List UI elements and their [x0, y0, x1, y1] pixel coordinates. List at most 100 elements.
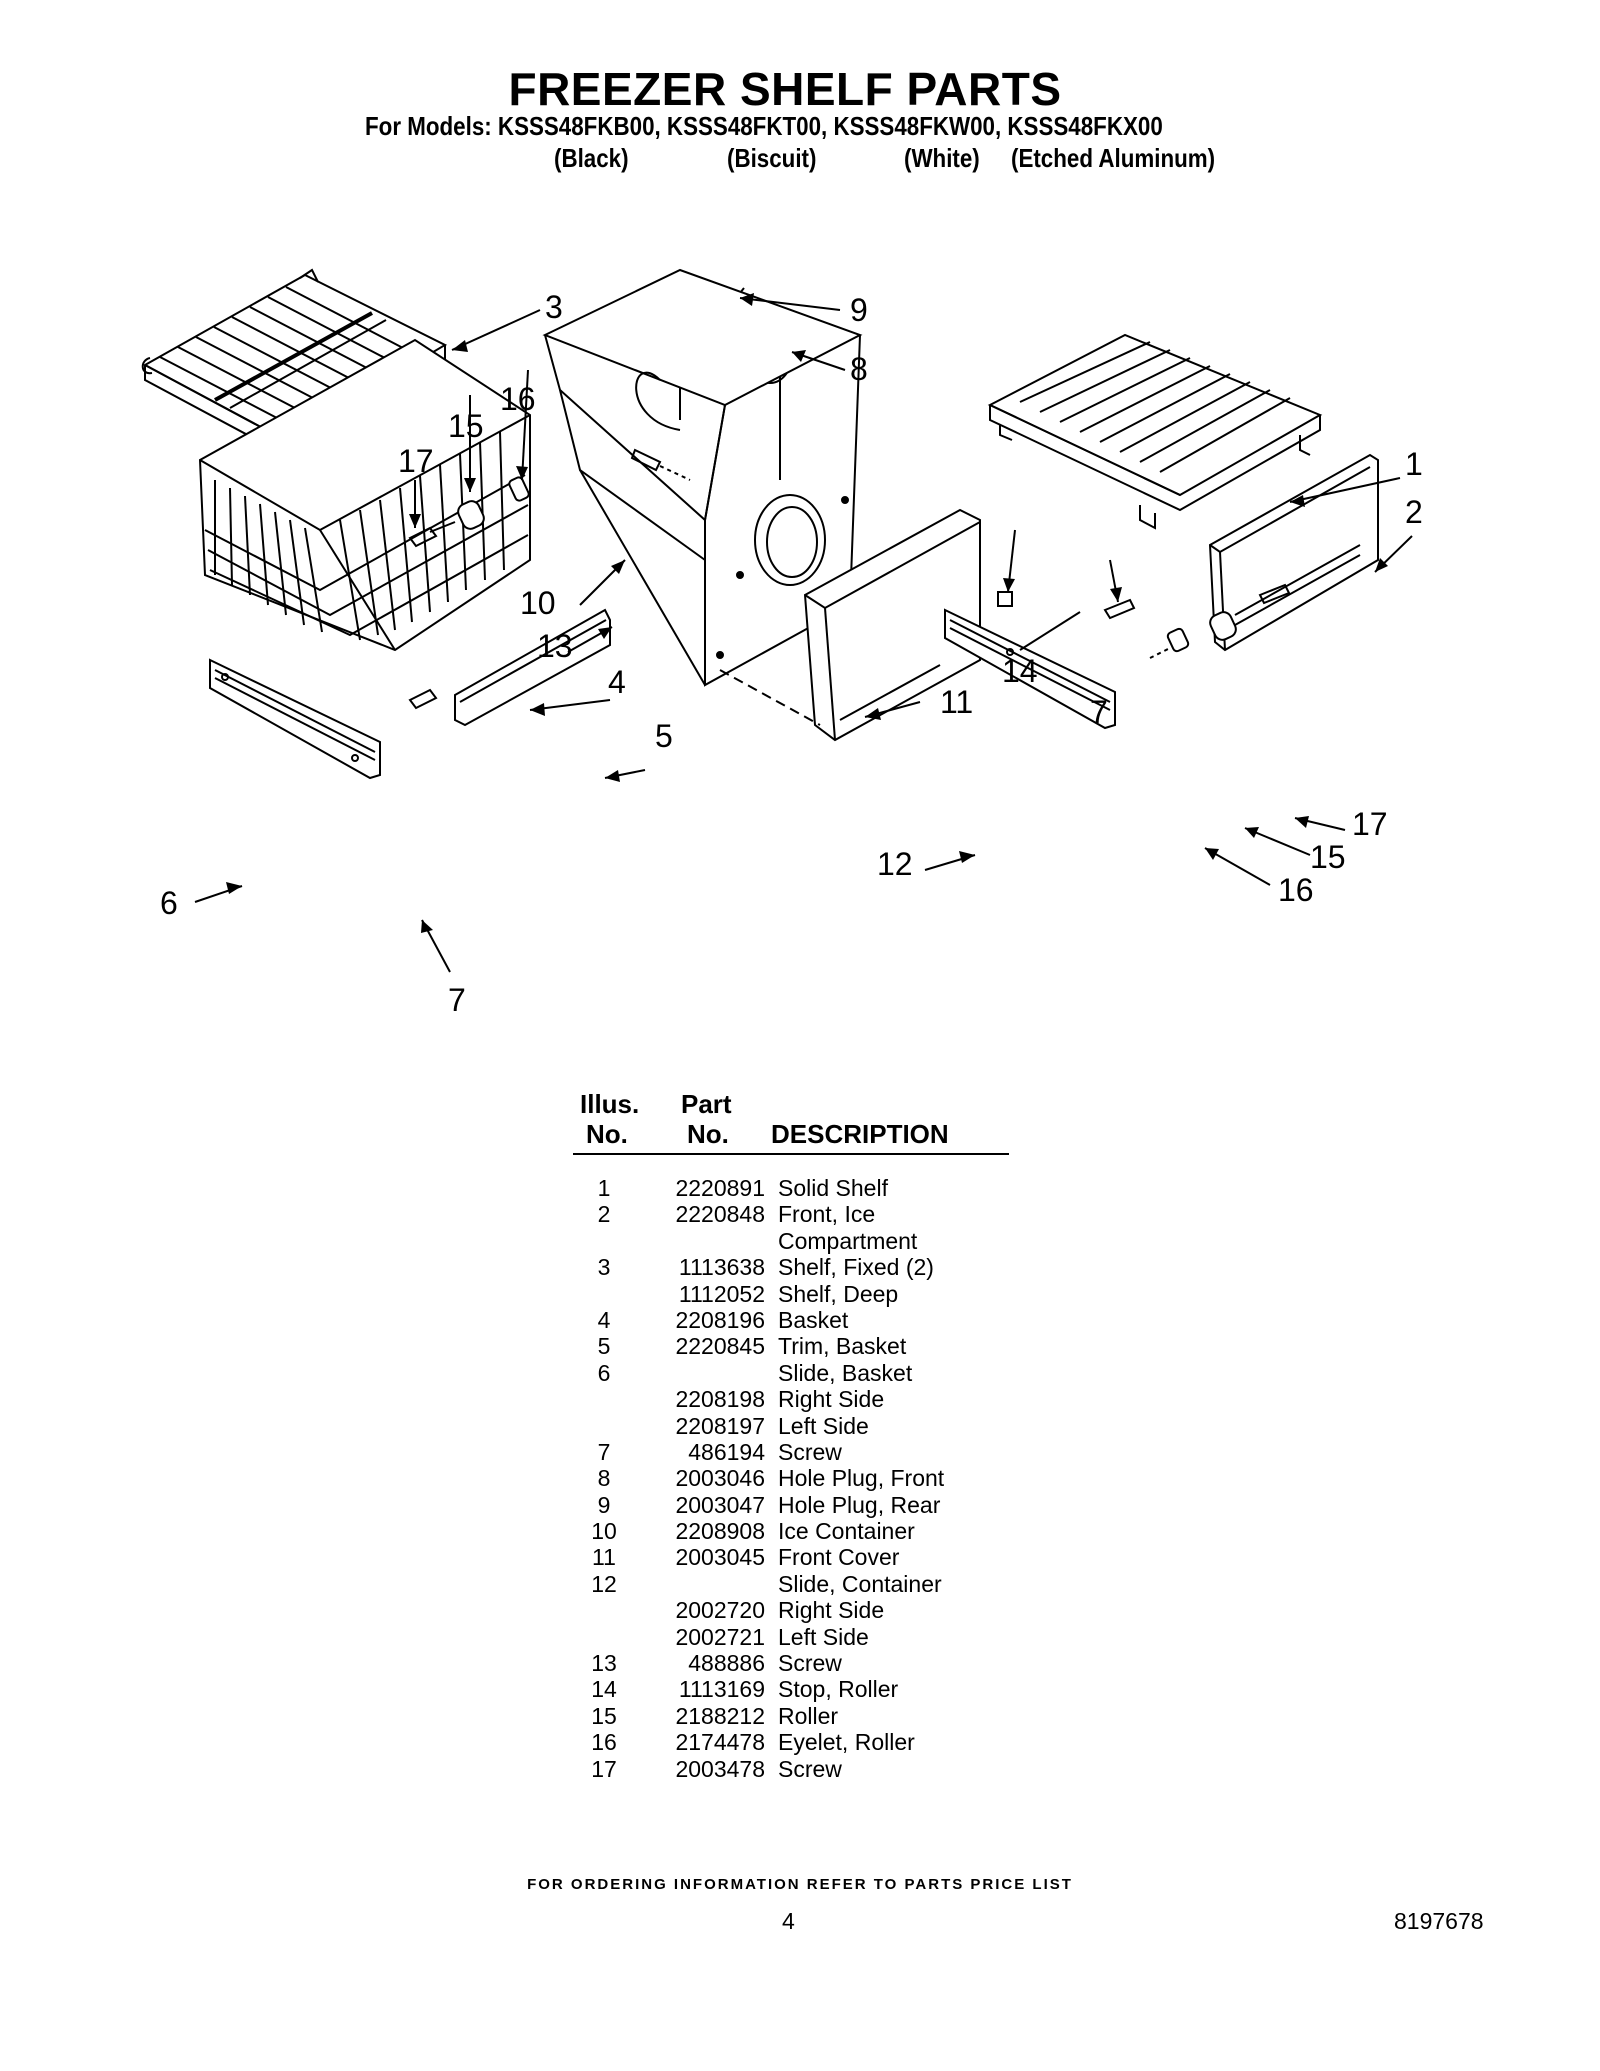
part-number: 1113638	[678, 1254, 765, 1281]
table-row: 2 2220848 Front, Ice	[573, 1201, 1013, 1227]
header-illus-2: No.	[586, 1119, 628, 1149]
part-number: 2208196	[675, 1306, 765, 1333]
callout-2: 2	[1405, 494, 1423, 530]
illus-number: 9	[597, 1491, 611, 1518]
hardware-drawing	[408, 448, 1291, 710]
table-row: 13 488886 Screw	[573, 1650, 1013, 1676]
part-description: Screw	[778, 1755, 842, 1782]
callout-13: 13	[537, 628, 573, 664]
illus-number: 12	[591, 1570, 617, 1597]
part-description: Trim, Basket	[778, 1333, 907, 1360]
callout-3: 3	[545, 289, 563, 325]
callout-17: 17	[1352, 806, 1388, 842]
table-row: 6 Slide, Basket	[573, 1360, 1013, 1386]
header-rule	[573, 1153, 1009, 1155]
basket-drawing	[198, 338, 531, 652]
callout-15: 15	[448, 408, 484, 444]
callout-5: 5	[655, 718, 673, 754]
illus-number: 6	[597, 1359, 611, 1386]
exploded-parts-diagram: 3 9 8 16 15 17 1 2 10 13 4 14 11 7 5 17 …	[141, 268, 1423, 1018]
illus-number: 8	[597, 1465, 611, 1492]
header-part-1: Part	[681, 1089, 732, 1119]
models-line: For Models: KSSS48FKB00, KSSS48FKT00, KS…	[365, 111, 1163, 141]
basket-slide-drawing	[209, 658, 381, 780]
part-number: 488886	[688, 1650, 765, 1677]
color-white: (White)	[904, 143, 980, 173]
illus-number: 2	[597, 1201, 611, 1228]
part-description: Slide, Container	[778, 1570, 942, 1597]
part-description: Basket	[778, 1306, 849, 1333]
header-illus-1: Illus.	[580, 1089, 640, 1119]
ice-front-drawing	[1208, 453, 1379, 652]
table-row: 12 Slide, Container	[573, 1571, 1013, 1597]
part-number: 2208197	[675, 1412, 765, 1439]
part-description: Roller	[778, 1702, 839, 1729]
callout-6: 6	[160, 885, 178, 921]
illus-number: 17	[591, 1755, 617, 1782]
part-number: 2220848	[675, 1201, 765, 1228]
callout-1: 1	[1405, 446, 1423, 482]
color-black: (Black)	[554, 143, 629, 173]
solid-shelf-drawing	[987, 333, 1323, 530]
callout-16: 16	[1278, 872, 1314, 908]
callout-12: 12	[877, 846, 913, 882]
part-description: Eyelet, Roller	[778, 1729, 915, 1756]
illus-number: 16	[591, 1729, 617, 1756]
part-description: Screw	[778, 1650, 842, 1677]
illus-number: 1	[597, 1175, 611, 1201]
part-description: Left Side	[778, 1412, 869, 1439]
part-description: Hole Plug, Rear	[778, 1491, 941, 1518]
color-etched-aluminum: (Etched Aluminum)	[1011, 143, 1216, 173]
table-row: 1112052 Shelf, Deep	[573, 1281, 1013, 1307]
part-description: Solid Shelf	[778, 1175, 888, 1201]
part-number: 2208198	[675, 1386, 765, 1413]
callout-11: 11	[940, 684, 973, 720]
part-description: Front, Ice	[778, 1201, 876, 1228]
front-cover-drawing	[719, 508, 981, 742]
callout-17: 17	[398, 443, 434, 479]
ordering-note: FOR ORDERING INFORMATION REFER TO PARTS …	[527, 1876, 1073, 1893]
page-number: 4	[782, 1908, 795, 1934]
part-number: 2220891	[675, 1175, 765, 1201]
callout-15: 15	[1310, 839, 1346, 875]
part-description: Left Side	[778, 1623, 869, 1650]
callout-10: 10	[520, 585, 556, 621]
part-number: 486194	[688, 1438, 765, 1465]
illus-number: 7	[597, 1438, 611, 1465]
arrow-heads	[226, 293, 1388, 933]
callout-7: 7	[448, 982, 466, 1018]
part-number: 2003047	[675, 1491, 765, 1518]
page-title: FREEZER SHELF PARTS	[508, 63, 1062, 115]
part-number: 2208908	[675, 1518, 765, 1545]
callout-16: 16	[500, 381, 536, 417]
illus-number: 10	[591, 1518, 617, 1545]
color-biscuit: (Biscuit)	[727, 143, 817, 173]
part-description: Hole Plug, Front	[778, 1465, 945, 1492]
part-description: Ice Container	[778, 1518, 915, 1545]
document-number: 8197678	[1394, 1908, 1484, 1934]
callout-4: 4	[608, 664, 626, 700]
illus-number: 14	[591, 1676, 617, 1703]
header-description: DESCRIPTION	[771, 1119, 949, 1149]
part-number: 2003046	[675, 1465, 765, 1492]
part-description: Slide, Basket	[778, 1359, 913, 1386]
part-number: 2003478	[675, 1755, 765, 1782]
illus-number: 11	[592, 1544, 616, 1571]
table-row: 9 2003047 Hole Plug, Rear	[573, 1492, 1013, 1518]
part-number: 2002720	[675, 1597, 765, 1624]
part-description: Shelf, Deep	[778, 1280, 899, 1307]
part-description: Right Side	[778, 1386, 885, 1413]
table-row: 2208197 Left Side	[573, 1413, 1013, 1439]
table-row: 8 2003046 Hole Plug, Front	[573, 1465, 1013, 1491]
illus-number: 13	[591, 1650, 617, 1677]
part-number: 1112052	[678, 1280, 765, 1307]
callout-14: 14	[1002, 653, 1038, 689]
illus-number: 4	[597, 1306, 611, 1333]
